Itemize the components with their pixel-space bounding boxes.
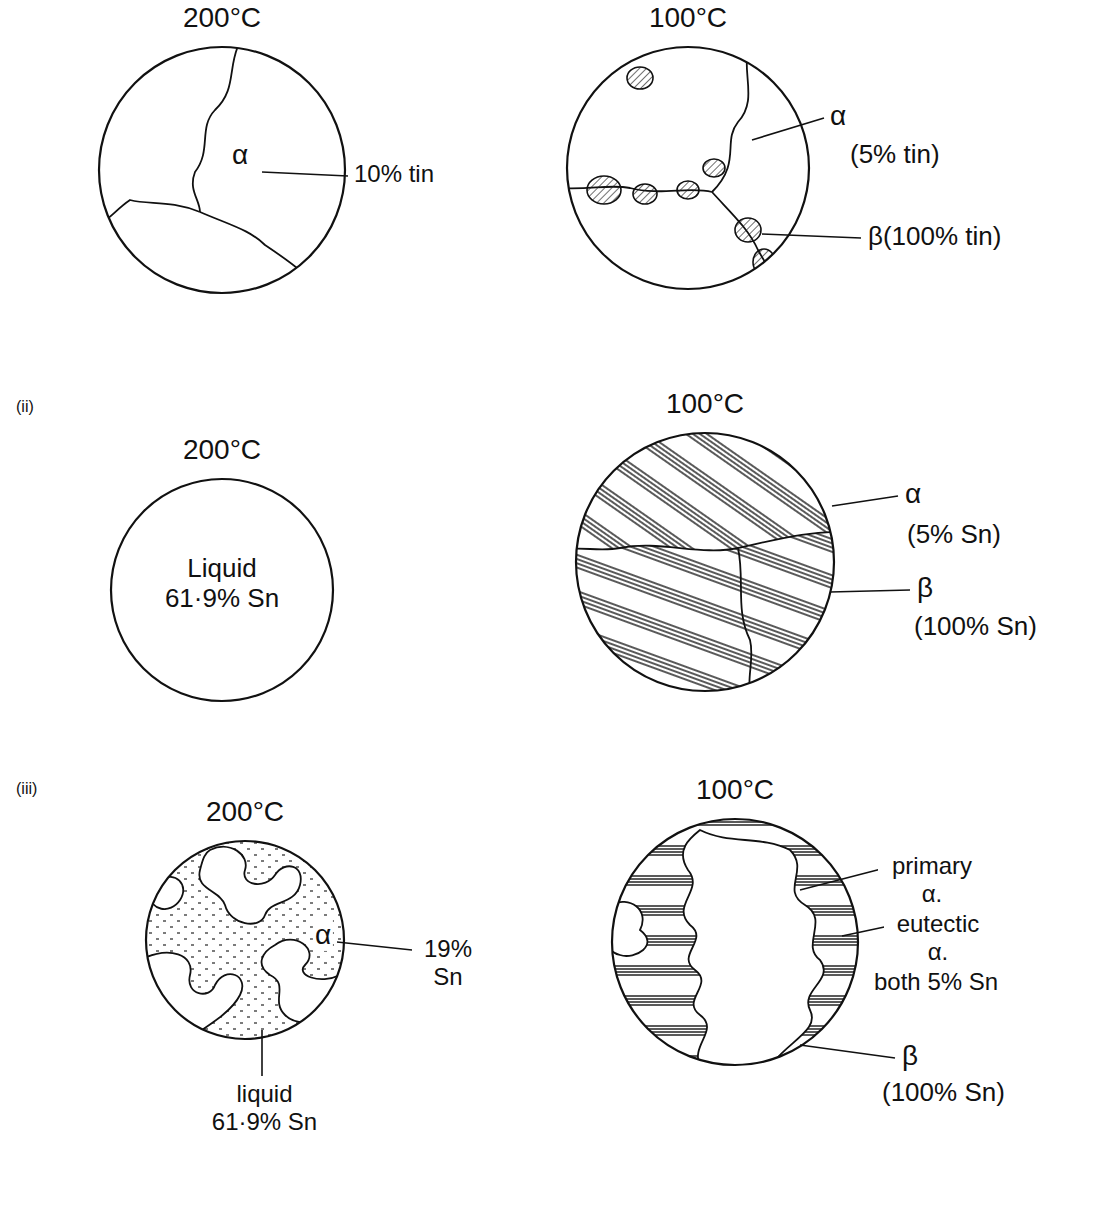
alpha-region bbox=[150, 877, 183, 909]
composition-label: (5% tin) bbox=[848, 140, 942, 170]
grain-boundaries bbox=[95, 46, 302, 272]
circle-outline bbox=[98, 46, 346, 294]
circle-outline bbox=[111, 479, 333, 701]
primary-alpha bbox=[683, 830, 824, 1066]
phase-label: α bbox=[828, 100, 848, 132]
beta-particle bbox=[587, 176, 621, 204]
leader-line bbox=[800, 1045, 895, 1058]
liquid-region bbox=[140, 835, 350, 1045]
beta-particle bbox=[735, 218, 761, 242]
grain-boundary bbox=[712, 192, 790, 296]
circle-outline bbox=[576, 433, 834, 691]
temperature-heading: 200°C bbox=[181, 434, 263, 466]
alpha-region bbox=[140, 953, 242, 1045]
grain-boundary bbox=[193, 46, 238, 212]
composition-label: 19% Sn bbox=[416, 935, 480, 990]
phase-label: eutectic α. bbox=[884, 910, 992, 965]
circle-outline bbox=[146, 841, 344, 1039]
leader-line bbox=[762, 234, 861, 238]
phase-label: α bbox=[313, 919, 333, 951]
alpha-in-liquid bbox=[140, 835, 350, 1045]
composition-label: (100% Sn) bbox=[912, 612, 1039, 642]
leader-line bbox=[832, 496, 898, 506]
microstructure-circle: 200°Cα bbox=[98, 46, 346, 294]
circle-outline bbox=[566, 46, 810, 290]
microstructure-circle: 100°C bbox=[575, 432, 835, 692]
composition-label: (100% Sn) bbox=[880, 1078, 1007, 1108]
temperature-heading: 100°C bbox=[647, 2, 729, 34]
lamellar-grain bbox=[560, 532, 850, 700]
composition-label: (5% Sn) bbox=[905, 520, 1003, 550]
composition-label: 10% tin bbox=[352, 160, 436, 188]
phase-label: β(100% tin) bbox=[866, 222, 1003, 252]
part-number: (ii) bbox=[14, 398, 36, 416]
beta-particle bbox=[677, 181, 699, 199]
microstructure-circle: 100°C bbox=[566, 46, 810, 290]
phase-label: α bbox=[903, 478, 923, 510]
leader-line bbox=[830, 590, 910, 592]
leader-line bbox=[752, 118, 824, 140]
microstructure-circle: 200°CLiquid 61·9% Sn bbox=[110, 478, 334, 702]
temperature-heading: 100°C bbox=[694, 774, 776, 806]
beta-particle bbox=[633, 184, 657, 204]
leader-line bbox=[337, 942, 412, 950]
phase-label: liquid 61·9% Sn bbox=[205, 1080, 324, 1135]
phase-label: primary α. bbox=[878, 852, 986, 907]
leader-line bbox=[842, 926, 889, 936]
grain-boundary bbox=[738, 548, 752, 700]
phase-label: β bbox=[915, 572, 935, 604]
leader-lines bbox=[262, 118, 910, 1076]
eutectic-lamellae bbox=[560, 420, 850, 700]
circle-outline bbox=[575, 432, 835, 692]
composition-label: both 5% Sn bbox=[872, 968, 1000, 996]
temperature-heading: 200°C bbox=[181, 2, 263, 34]
alpha-region bbox=[199, 847, 300, 924]
circle-outline bbox=[99, 47, 345, 293]
alpha-region bbox=[262, 940, 350, 1023]
circle-outline bbox=[567, 47, 809, 289]
circle-outline bbox=[612, 819, 858, 1065]
beta-particle bbox=[703, 159, 725, 177]
leader-line bbox=[262, 172, 348, 176]
circle-outline bbox=[611, 818, 859, 1066]
lamellar-grain bbox=[560, 420, 850, 550]
beta-particle bbox=[769, 273, 787, 293]
phase-label: β bbox=[900, 1040, 920, 1072]
part-number: (iii) bbox=[14, 780, 39, 798]
temperature-heading: 100°C bbox=[664, 388, 746, 420]
beta-particle bbox=[627, 67, 653, 89]
grain-boundary bbox=[200, 212, 302, 272]
phase-label: Liquid 61·9% Sn bbox=[158, 554, 286, 614]
microstructure-circle: 100°C bbox=[611, 818, 859, 1066]
primary-and-eutectic bbox=[606, 817, 860, 1067]
grain-boundary bbox=[560, 532, 850, 551]
leader-line bbox=[800, 868, 885, 890]
microstructure-circle: 200°Cα bbox=[145, 840, 345, 1040]
grain-boundaries bbox=[560, 46, 790, 296]
temperature-heading: 200°C bbox=[204, 796, 286, 828]
phase-label: α bbox=[230, 139, 250, 171]
